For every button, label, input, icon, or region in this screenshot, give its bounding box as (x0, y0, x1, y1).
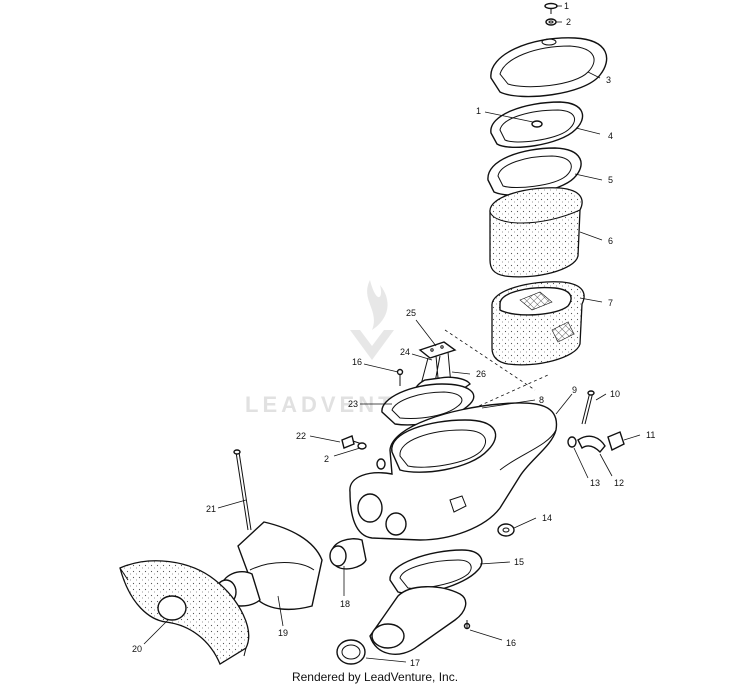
callout-13: 13 (590, 478, 600, 488)
leader-lines (143, 5, 641, 663)
callout-8: 8 (539, 395, 544, 405)
callout-5: 5 (608, 175, 613, 185)
callout-16-b: 16 (506, 638, 516, 648)
callout-15: 15 (514, 557, 524, 567)
callout-26: 26 (476, 369, 486, 379)
callout-2: 2 (566, 17, 571, 27)
callout-25: 25 (406, 308, 416, 318)
callout-7: 7 (608, 298, 613, 308)
callout-12: 12 (614, 478, 624, 488)
part-2-washer-lower (357, 442, 367, 450)
callout-23: 23 (348, 399, 358, 409)
part-22-screw (341, 435, 363, 449)
part-9-airbox (349, 402, 558, 541)
part-25-plate (418, 341, 457, 359)
callout-6: 6 (608, 236, 613, 246)
callout-18: 18 (340, 599, 350, 609)
part-20-foam-shield (119, 560, 250, 665)
render-credit: Rendered by LeadVenture, Inc. (291, 670, 459, 684)
part-11-plug (607, 431, 625, 451)
part-1-screw (544, 2, 558, 14)
part-6-foam-element (489, 187, 583, 278)
part-17-lower-duct (336, 586, 467, 665)
part-3-cover (490, 37, 608, 98)
part-10-clamp (581, 390, 595, 425)
callout-10: 10 (610, 389, 620, 399)
callout-9: 9 (572, 385, 577, 395)
part-14-grommet (497, 523, 515, 537)
callout-16: 16 (352, 357, 362, 367)
part-13-fitting (567, 436, 577, 448)
callout-1-b: 1 (476, 106, 481, 116)
part-4-gasket (490, 101, 584, 149)
callout-17: 17 (410, 658, 420, 668)
callout-1: 1 (564, 1, 569, 11)
callout-22: 22 (296, 431, 306, 441)
callout-11: 11 (646, 430, 655, 440)
part-18-coupler (329, 538, 367, 570)
part-12-hose (577, 435, 606, 454)
callout-14: 14 (542, 513, 552, 523)
part-16-screw-lower (463, 620, 471, 630)
part-21-strap (233, 449, 252, 531)
callout-20: 20 (132, 644, 142, 654)
callout-labels: 1 2 3 1 4 5 6 7 25 24 26 16 23 8 9 10 11… (132, 1, 655, 668)
callout-4: 4 (608, 131, 613, 141)
callout-2-b: 2 (324, 454, 329, 464)
part-2-washer (545, 18, 557, 26)
callout-19: 19 (278, 628, 288, 638)
part-16-screw-upper (396, 368, 404, 386)
callout-24: 24 (400, 347, 410, 357)
part-7-filter-element (491, 281, 585, 366)
callout-3: 3 (606, 75, 611, 85)
callout-21: 21 (206, 504, 216, 514)
